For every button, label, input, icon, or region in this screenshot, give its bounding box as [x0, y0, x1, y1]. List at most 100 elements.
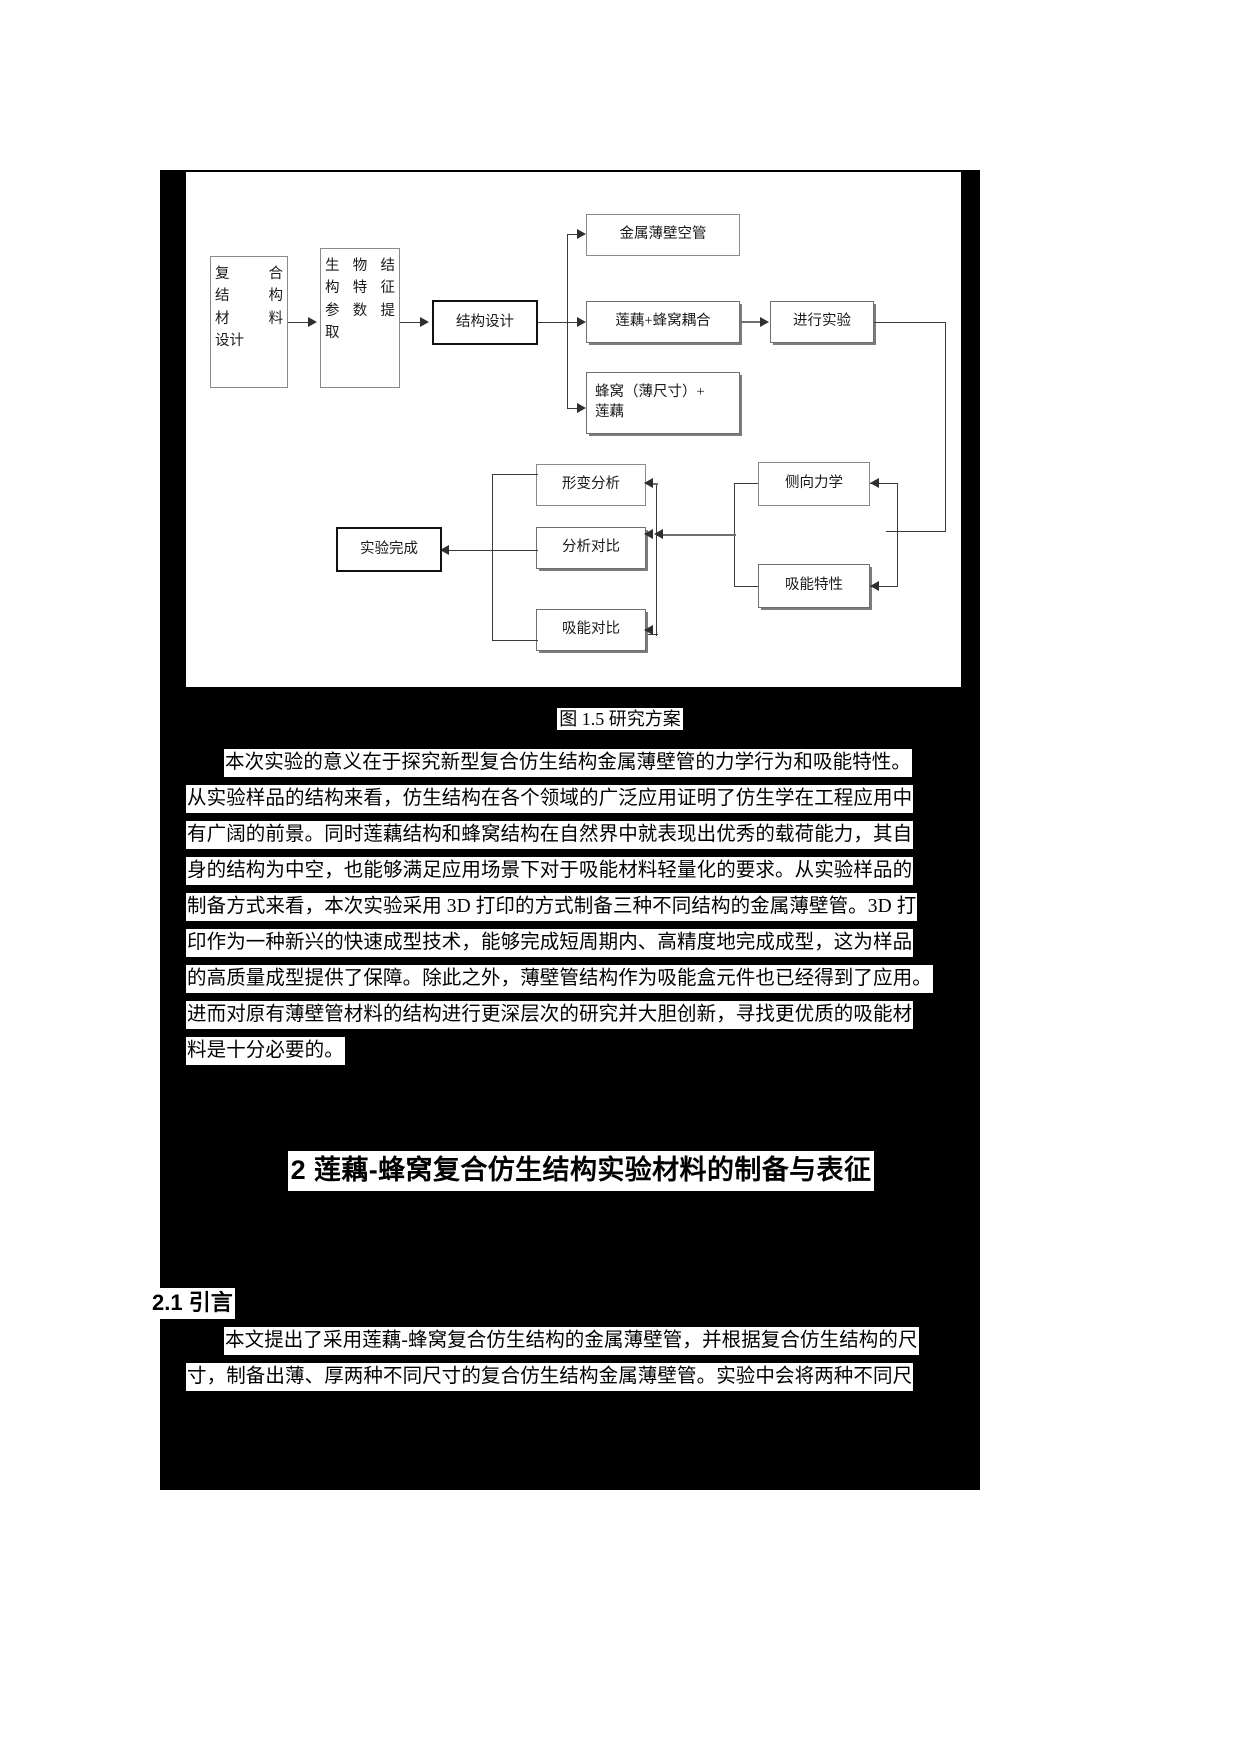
node-deformation-analysis-label: 形变分析: [562, 476, 620, 493]
node-bio-line1: 生 物 结: [325, 258, 395, 274]
node-bio-line4: 取: [325, 325, 340, 342]
chapter-heading: 2 莲藕-蜂窝复合仿生结构实验材料的制备与表征: [186, 1148, 976, 1191]
node-analysis-comparison: 分析对比: [536, 527, 646, 569]
node-composite-design-line4: 设计: [215, 333, 244, 350]
connector-experiment-right: [874, 322, 946, 324]
node-lotus-honeycomb-coupling: 莲藕+蜂窝耦合: [586, 301, 740, 343]
connector-to-lotus-honeycomb: [567, 322, 581, 324]
connector-composite-to-bio: [288, 322, 310, 324]
text-line-content: 有广阔的前景。同时莲藕结构和蜂窝结构在自然界中就表现出优秀的载荷能力，其自: [186, 821, 914, 849]
text-line-content: 从实验样品的结构来看，仿生结构在各个领域的广泛应用证明了仿生学在工程应用中: [186, 785, 914, 813]
arrowhead-to-deformation: [644, 478, 653, 488]
node-run-experiment: 进行实验: [770, 301, 874, 343]
arrowhead-to-energy-comparison: [644, 625, 653, 635]
connector-structure-trunk: [538, 322, 568, 324]
node-run-experiment-label: 进行实验: [793, 313, 851, 330]
node-energy-absorption: 吸能特性: [758, 564, 870, 608]
node-bio-line2: 构 特 征: [325, 280, 395, 297]
text-line: 从实验样品的结构来看，仿生结构在各个领域的广泛应用证明了仿生学在工程应用中: [186, 785, 976, 815]
chapter-heading-text: 2 莲藕-蜂窝复合仿生结构实验材料的制备与表征: [287, 1151, 875, 1191]
figure-research-scheme: 复 合 结 构 材 料 设计 生 物 结 构 特 征 参 数 提 取 结构设计 …: [186, 172, 961, 687]
connector-experiment-down: [945, 322, 947, 532]
arrowhead-composite-to-bio: [308, 317, 317, 327]
connector-to-energy-comparison: [648, 634, 658, 636]
text-line-content: 进而对原有薄壁管材料的结构进行更深层次的研究并大胆创新，寻找更优质的吸能材: [186, 1001, 914, 1029]
text-line-content: 本文提出了采用莲藕-蜂窝复合仿生结构的金属薄壁管，并根据复合仿生结构的尺: [224, 1327, 919, 1355]
paragraph-research-significance: 本次实验的意义在于探究新型复合仿生结构金属薄壁管的力学行为和吸能特性。 从实验样…: [186, 749, 976, 1076]
node-structure-design-label: 结构设计: [456, 313, 514, 330]
node-composite-design: 复 合 结 构 材 料 设计: [210, 256, 288, 388]
arrowhead-to-honeycomb-thin: [577, 403, 586, 413]
arrowhead-bracket-to-analysis: [654, 529, 663, 539]
node-energy-comparison-label: 吸能对比: [562, 621, 620, 638]
text-line: 的高质量成型提供了保障。除此之外，薄壁管结构作为吸能盒元件也已经得到了应用。: [186, 965, 976, 995]
connector-to-deformation: [648, 483, 658, 486]
text-line: 制备方式来看，本次实验采用 3D 打印的方式制备三种不同结构的金属薄壁管。3D …: [186, 893, 976, 923]
text-line: 有广阔的前景。同时莲藕结构和蜂窝结构在自然界中就表现出优秀的载荷能力，其自: [186, 821, 976, 851]
connector-energycmp-left: [492, 640, 538, 642]
text-line-content: 制备方式来看，本次实验采用 3D 打印的方式制备三种不同结构的金属薄壁管。3D …: [186, 893, 918, 921]
node-structure-design: 结构设计: [432, 300, 538, 345]
node-honeycomb-thin-lotus: 蜂窝（薄尺寸）+ 莲藕: [586, 372, 740, 434]
arrowhead-bio-to-structure: [420, 317, 429, 327]
figure-caption-text: 图 1.5 研究方案: [557, 708, 683, 730]
node-metal-empty-tube: 金属薄壁空管: [586, 214, 740, 256]
node-experiment-done: 实验完成: [336, 527, 442, 572]
connector-bracket-to-energy: [870, 586, 898, 588]
arrowhead-coupling-to-experiment: [760, 317, 769, 327]
node-lateral-mechanics-label: 侧向力学: [785, 475, 843, 492]
node-analysis-comparison-label: 分析对比: [562, 539, 620, 556]
node-energy-comparison: 吸能对比: [536, 609, 646, 651]
connector-structure-vertical: [567, 234, 569, 409]
paragraph-introduction: 本文提出了采用莲藕-蜂窝复合仿生结构的金属薄壁管，并根据复合仿生结构的尺 寸，制…: [186, 1327, 976, 1402]
text-line: 寸，制备出薄、厚两种不同尺寸的复合仿生结构金属薄壁管。实验中会将两种不同尺: [186, 1363, 976, 1393]
connector-energy-left: [734, 586, 758, 588]
arrowhead-bracket-to-lateral: [870, 478, 879, 488]
connector-to-metal-tube: [567, 234, 581, 236]
connector-analysis-distribute: [656, 484, 658, 636]
text-line: 本次实验的意义在于探究新型复合仿生结构金属薄壁管的力学行为和吸能特性。: [186, 749, 976, 779]
arrowhead-to-experiment-done: [440, 545, 449, 555]
arrowhead-bracket-to-energy: [870, 581, 879, 591]
arrowhead-to-analysis-comparison: [644, 529, 653, 539]
text-line-content: 身的结构为中空，也能够满足应用场景下对于吸能材料轻量化的要求。从实验样品的: [186, 857, 914, 885]
section-heading-introduction: 2.1 引言: [150, 1285, 235, 1319]
node-experiment-done-label: 实验完成: [360, 540, 418, 557]
connector-bracket-to-analysis: [656, 534, 736, 537]
node-bio-parameter-extraction: 生 物 结 构 特 征 参 数 提 取: [320, 248, 400, 388]
text-line-content: 料是十分必要的。: [186, 1037, 345, 1065]
connector-collector-vertical: [492, 474, 494, 641]
text-line: 本文提出了采用莲藕-蜂窝复合仿生结构的金属薄壁管，并根据复合仿生结构的尺: [186, 1327, 976, 1357]
section-heading-text: 2.1 引言: [150, 1288, 235, 1319]
connector-collector-to-done: [442, 550, 538, 552]
text-line: 印作为一种新兴的快速成型技术，能够完成短周期内、高精度地完成成型，这为样品: [186, 929, 976, 959]
connector-experiment-to-bracket: [886, 531, 946, 533]
text-line: 进而对原有薄壁管材料的结构进行更深层次的研究并大胆创新，寻找更优质的吸能材: [186, 1001, 976, 1031]
node-energy-absorption-label: 吸能特性: [785, 577, 843, 594]
connector-to-honeycomb-thin: [567, 408, 581, 410]
node-deformation-analysis: 形变分析: [536, 464, 646, 506]
text-line: 身的结构为中空，也能够满足应用场景下对于吸能材料轻量化的要求。从实验样品的: [186, 857, 976, 887]
text-line-content: 的高质量成型提供了保障。除此之外，薄壁管结构作为吸能盒元件也已经得到了应用。: [186, 965, 933, 993]
node-honeycomb-thin-line1: 蜂窝（薄尺寸）+: [595, 384, 705, 401]
node-lateral-mechanics: 侧向力学: [758, 462, 870, 506]
arrowhead-to-metal-tube: [577, 229, 586, 239]
text-line: 料是十分必要的。: [186, 1037, 976, 1067]
node-honeycomb-thin-line2: 莲藕: [595, 404, 624, 420]
node-composite-design-line1: 复 合: [215, 266, 283, 282]
node-metal-empty-tube-label: 金属薄壁空管: [619, 226, 707, 243]
connector-coupling-to-experiment: [740, 321, 764, 324]
text-line-content: 印作为一种新兴的快速成型技术，能够完成短周期内、高精度地完成成型，这为样品: [186, 929, 914, 957]
figure-caption: 图 1.5 研究方案: [0, 705, 1240, 731]
node-composite-design-line2: 结 构: [215, 288, 283, 305]
connector-deformation-left: [492, 474, 538, 476]
connector-bracket-right-vertical: [897, 483, 899, 587]
arrowhead-to-lotus-honeycomb: [577, 317, 586, 327]
node-bio-line3: 参 数 提: [325, 302, 395, 319]
connector-lateral-left: [734, 483, 758, 485]
node-composite-design-line3: 材 料: [215, 310, 283, 327]
text-line-content: 寸，制备出薄、厚两种不同尺寸的复合仿生结构金属薄壁管。实验中会将两种不同尺: [186, 1363, 914, 1391]
node-lotus-honeycomb-label: 莲藕+蜂窝耦合: [615, 313, 711, 330]
connector-bracket-to-lateral: [870, 483, 898, 485]
text-line-content: 本次实验的意义在于探究新型复合仿生结构金属薄壁管的力学行为和吸能特性。: [224, 749, 913, 777]
